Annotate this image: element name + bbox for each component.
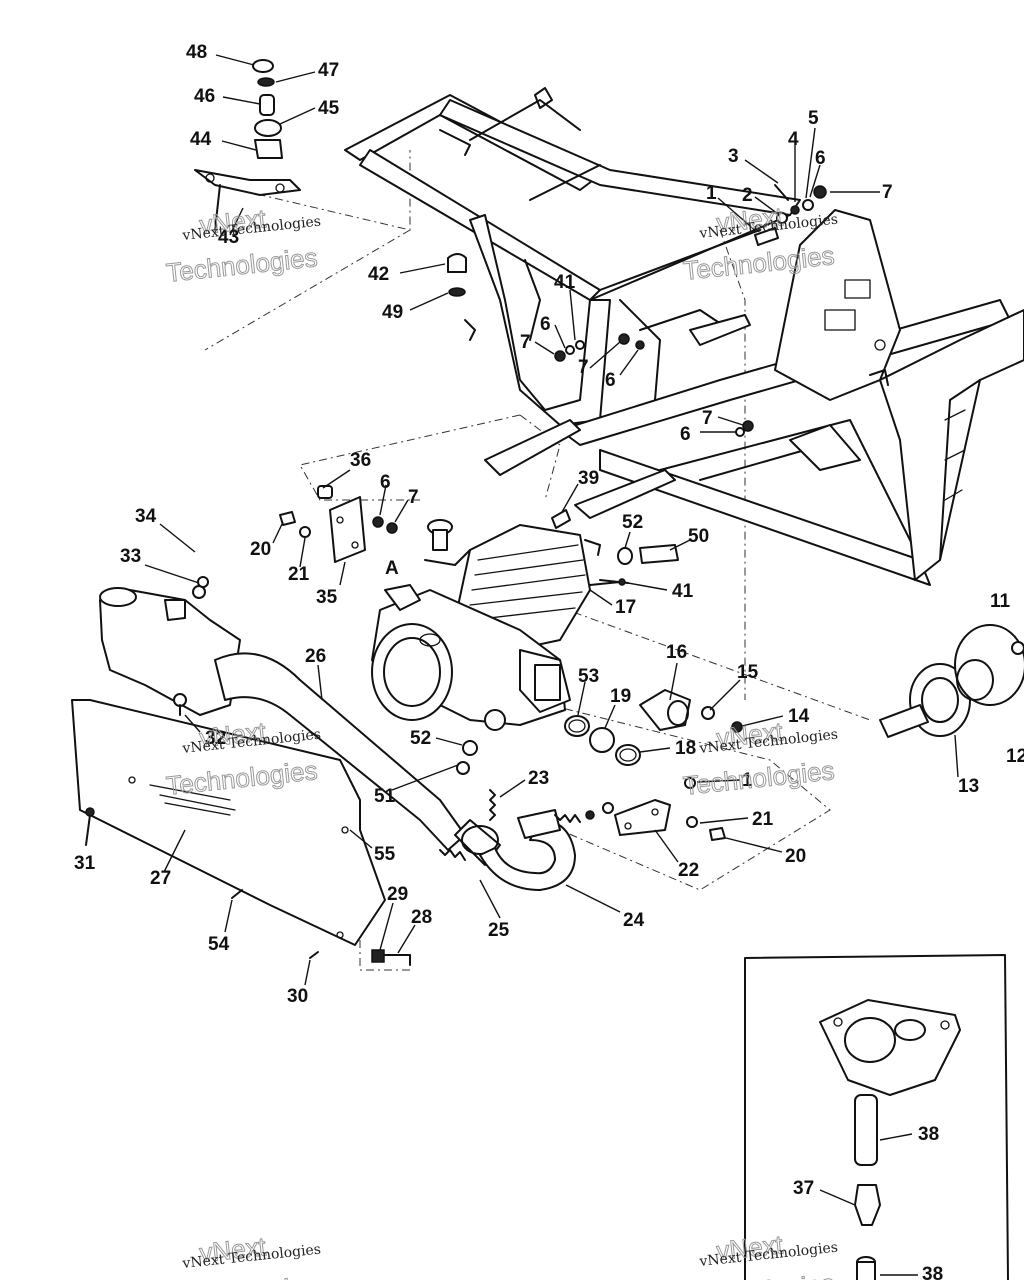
callout-30: 30 — [287, 986, 308, 1007]
callout-6-top: 6 — [815, 148, 826, 169]
callout-5: 5 — [808, 108, 819, 129]
callout-1-lower: 1 — [742, 770, 753, 791]
watermark-top-left: vNext vNext Technologies Technologies — [164, 203, 321, 289]
callout-14: 14 — [788, 706, 810, 727]
engine-mount-stack — [194, 59, 301, 231]
watermark-middle-right: vNext vNext Technologies Technologies — [681, 716, 838, 802]
callout-42: 42 — [368, 264, 389, 285]
muffler-clamp — [371, 949, 411, 966]
callout-55: 55 — [374, 844, 396, 865]
engine-assembly — [371, 519, 621, 731]
callout-33: 33 — [120, 546, 141, 567]
callout-36: 36 — [350, 450, 371, 471]
callout-11: 11 — [990, 591, 1011, 612]
leader-lines — [144, 54, 959, 1276]
callout-21-lower: 21 — [752, 809, 774, 830]
callout-38-top: 38 — [918, 1124, 939, 1145]
callout-6-frame-a: 6 — [540, 314, 551, 335]
watermark-ghost-bottom: Technologies — [682, 755, 836, 801]
callout-29: 29 — [387, 884, 408, 905]
callout-41-frame: 41 — [554, 272, 576, 293]
callout-15: 15 — [737, 662, 759, 683]
callout-20-mount: 20 — [250, 539, 271, 560]
carburetor-inset — [744, 954, 1009, 1280]
callout-32: 32 — [205, 728, 226, 749]
callout-34: 34 — [135, 506, 157, 527]
callout-46: 46 — [194, 86, 215, 107]
callout-52-top: 52 — [622, 512, 643, 533]
callout-54: 54 — [208, 934, 230, 955]
callout-52-lower: 52 — [410, 728, 431, 749]
callout-6-lower: 6 — [680, 424, 691, 445]
callout-19: 19 — [610, 686, 631, 707]
callout-51: 51 — [374, 786, 396, 807]
exhaust-springs — [439, 789, 581, 861]
callout-labels: 48 47 46 45 44 43 42 49 41 6 7 7 6 5 4 3… — [74, 42, 1024, 1280]
callout-47: 47 — [318, 60, 339, 81]
clutch-pulley — [879, 624, 1024, 738]
callout-12: 12 — [1006, 746, 1024, 767]
mount-plate-35 — [279, 485, 679, 586]
callout-16: 16 — [666, 642, 687, 663]
watermark-ghost-bottom: Technologies — [165, 242, 319, 288]
watermark-bottom-left: vNext vNext Technologies Technologies — [164, 1231, 321, 1280]
callout-23: 23 — [528, 768, 549, 789]
callout-24: 24 — [623, 910, 645, 931]
callout-2: 2 — [742, 185, 753, 206]
watermark-bottom-right: vNext vNext Technologies Technologies — [681, 1229, 838, 1280]
vehicle-frame — [344, 87, 1024, 586]
exhaust-bracket — [585, 777, 726, 841]
view-marker-a: A — [385, 558, 399, 579]
bumper-stop — [447, 253, 467, 297]
callout-6-mount: 6 — [380, 472, 391, 493]
callout-25: 25 — [488, 920, 510, 941]
callout-7-lower: 7 — [702, 408, 713, 429]
callout-41-engine: 41 — [672, 581, 694, 602]
watermark-middle-left: vNext vNext Technologies Technologies — [164, 716, 321, 802]
callout-1-top: 1 — [706, 183, 717, 204]
callout-17: 17 — [615, 597, 636, 618]
callout-26: 26 — [305, 646, 326, 667]
frame-hardware — [554, 184, 827, 437]
callout-37: 37 — [793, 1178, 814, 1199]
callout-50: 50 — [688, 526, 709, 547]
callout-22: 22 — [678, 860, 699, 881]
callout-7-mount: 7 — [408, 487, 419, 508]
callout-27: 27 — [150, 868, 171, 889]
callout-39: 39 — [578, 468, 599, 489]
muffler-assembly — [99, 585, 576, 891]
callout-38-bottom: 38 — [922, 1264, 943, 1280]
callout-4: 4 — [788, 129, 799, 150]
callout-43: 43 — [218, 227, 239, 248]
callout-35: 35 — [316, 587, 338, 608]
callout-53: 53 — [578, 666, 599, 687]
callout-45: 45 — [318, 98, 340, 119]
callout-6-frame-b: 6 — [605, 370, 616, 391]
callout-7-frame-a: 7 — [520, 332, 531, 353]
callout-18: 18 — [675, 738, 696, 759]
callout-44: 44 — [190, 129, 212, 150]
callout-13: 13 — [958, 776, 979, 797]
callout-7-top: 7 — [882, 182, 893, 203]
callout-3: 3 — [728, 146, 739, 167]
callout-20-lower: 20 — [785, 846, 806, 867]
callout-21-mount: 21 — [288, 564, 310, 585]
watermark-ghost-bottom: Technologies — [165, 1270, 319, 1280]
callout-49: 49 — [382, 302, 403, 323]
intake-parts — [456, 689, 743, 775]
watermark-ghost-bottom: Technologies — [682, 1268, 836, 1280]
callout-31: 31 — [74, 853, 96, 874]
callout-28: 28 — [411, 907, 432, 928]
callout-7-frame-b: 7 — [578, 357, 589, 378]
callout-48: 48 — [186, 42, 207, 63]
